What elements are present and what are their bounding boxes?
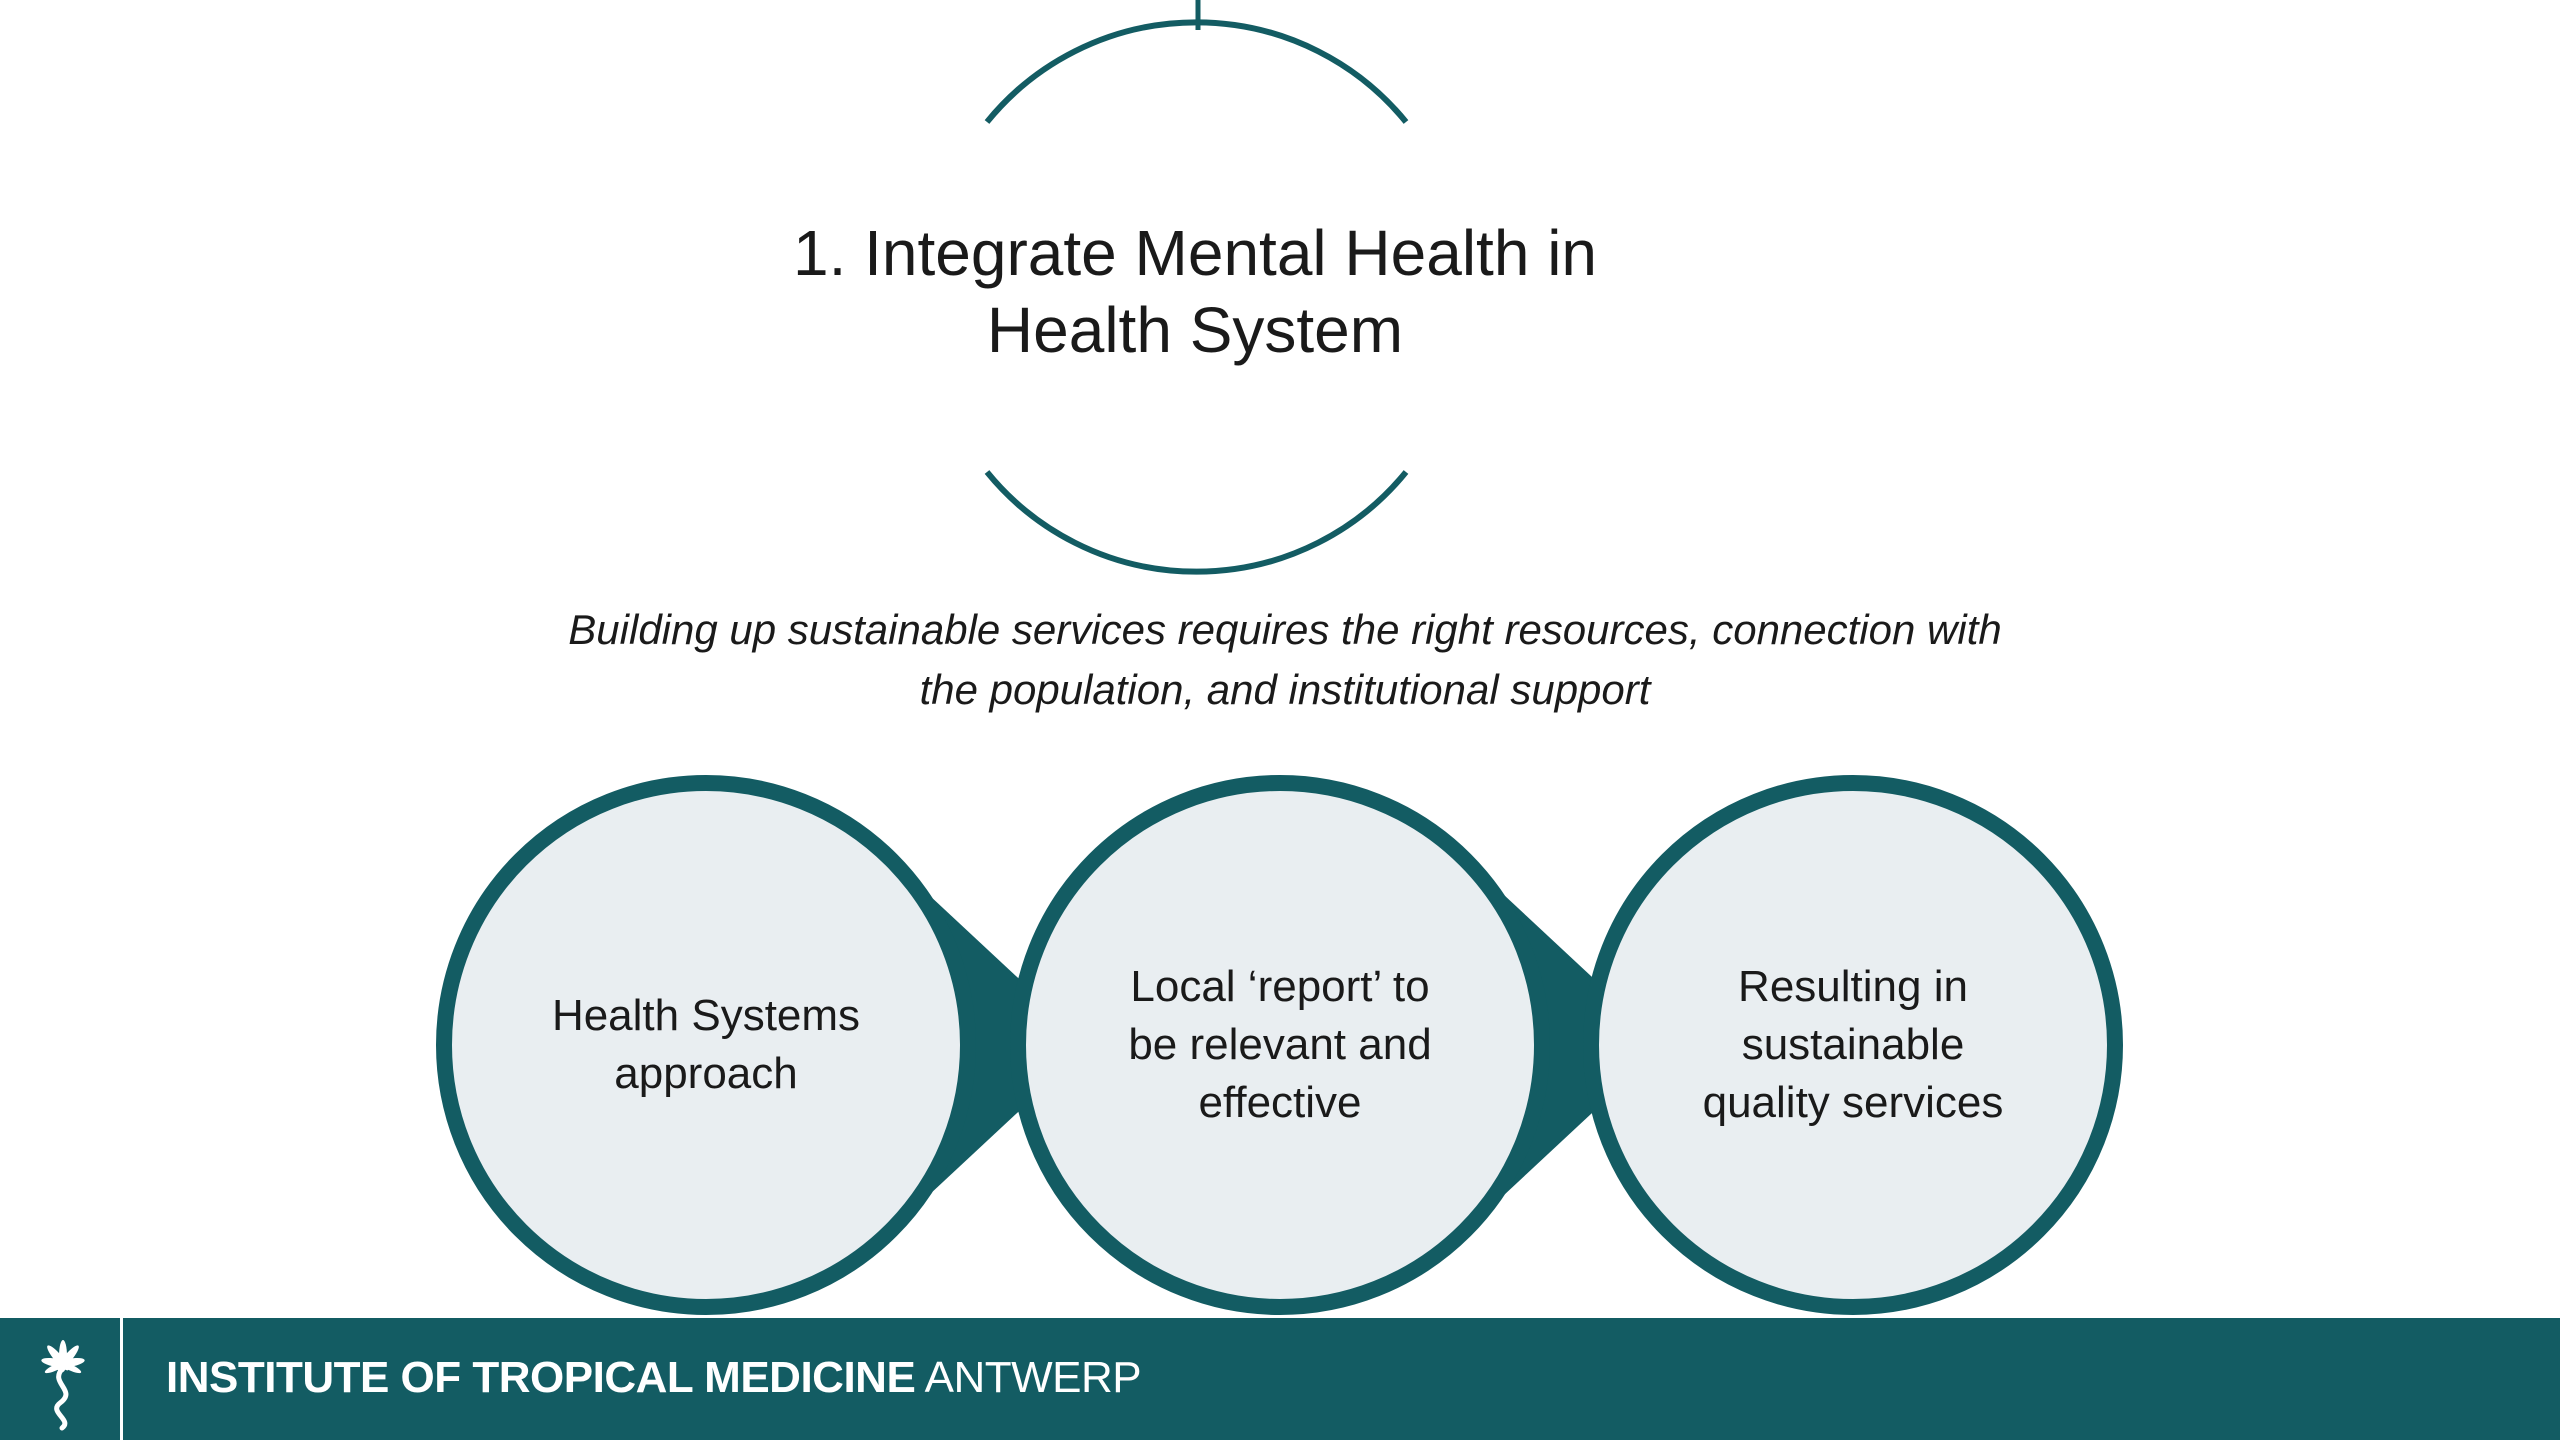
slide-title: 1. Integrate Mental Health in Health Sys… [680, 215, 1710, 369]
palm-tree-logo-icon [41, 1340, 85, 1431]
bottom-arc [984, 470, 1409, 575]
institute-name-bold: INSTITUTE OF TROPICAL MEDICINE [166, 1353, 916, 1402]
step-label-sustainable-services: Resulting in sustainable quality service… [1613, 925, 2093, 1165]
step-2-line-3: effective [1198, 1078, 1362, 1127]
step-circle-1 [436, 775, 976, 1315]
footer-divider [120, 1318, 123, 1440]
step-circle-2 [1010, 775, 1550, 1315]
institute-name: INSTITUTE OF TROPICAL MEDICINE ANTWERP [166, 1350, 1142, 1406]
slide-subtitle-line-1: Building up sustainable services require… [568, 606, 2002, 653]
slide-title-line-1: 1. Integrate Mental Health in [792, 217, 1598, 289]
slide-title-line-2: Health System [986, 294, 1404, 366]
institute-name-light: ANTWERP [924, 1353, 1142, 1402]
step-1-line-1: Health Systems [551, 991, 861, 1040]
step-2-line-1: Local ‘report’ to [1130, 962, 1430, 1011]
step-label-health-systems: Health Systems approach [466, 925, 946, 1165]
step-1-line-2: approach [614, 1049, 798, 1098]
slide-subtitle-line-2: the population, and institutional suppor… [919, 666, 1651, 713]
slide-subtitle: Building up sustainable services require… [420, 600, 2150, 720]
step-3-line-1: Resulting in [1738, 962, 1968, 1011]
step-3-line-2: sustainable [1741, 1020, 1965, 1069]
top-arc [984, 19, 1409, 124]
step-3-line-3: quality services [1702, 1078, 2004, 1127]
step-2-line-2: be relevant and [1128, 1020, 1432, 1069]
step-circle-3 [1583, 775, 2123, 1315]
footer-bar: INSTITUTE OF TROPICAL MEDICINE ANTWERP [0, 1318, 2560, 1440]
step-label-local-report: Local ‘report’ to be relevant and effect… [1040, 925, 1520, 1165]
